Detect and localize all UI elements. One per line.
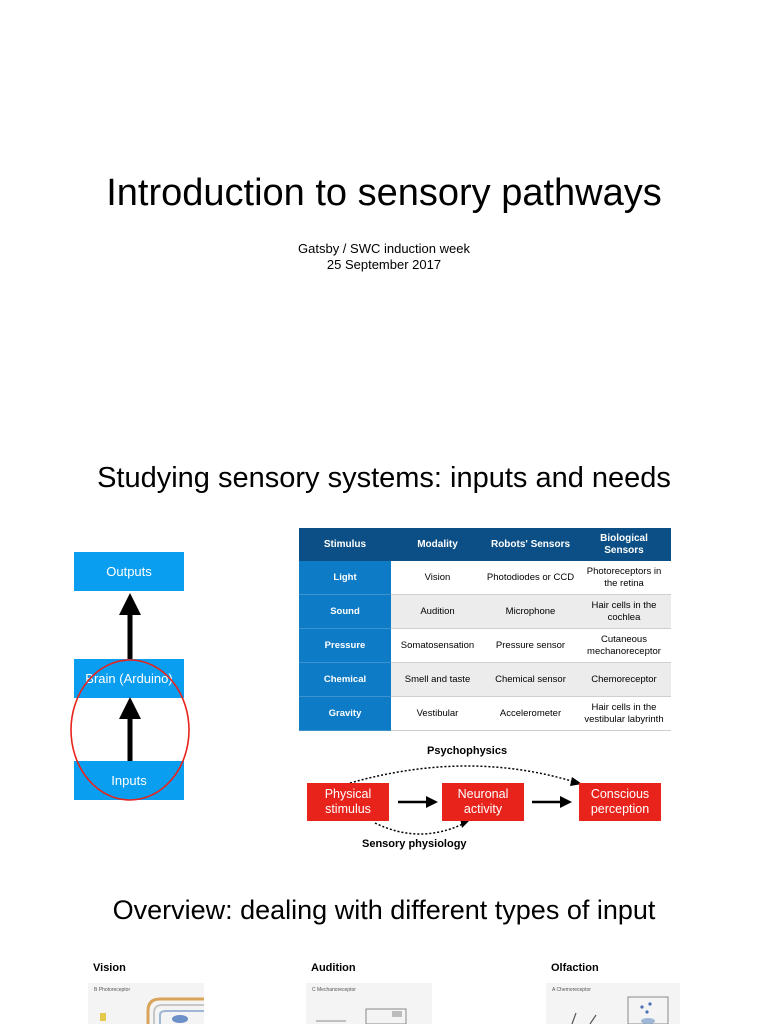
cell-bio: Hair cells in the cochlea: [577, 594, 671, 629]
slide1-subtitle: Gatsby / SWC induction week: [298, 241, 470, 256]
olfaction-figure: A Chemoreceptor: [546, 983, 680, 1024]
audition-label: Audition: [311, 962, 356, 974]
audition-figure: C Mechanoreceptor: [306, 983, 432, 1024]
cell-stimulus: Gravity: [299, 696, 391, 731]
arrow-activity-to-perception: [532, 796, 572, 808]
slide1-title: Introduction to sensory pathways: [106, 172, 662, 214]
vision-label: Vision: [93, 962, 126, 974]
olfaction-figure-caption: A Chemoreceptor: [552, 987, 591, 993]
cell-modality: Somatosensation: [391, 628, 484, 663]
cell-bio: Chemoreceptor: [577, 662, 671, 697]
cell-bio: Hair cells in the vestibular labyrinth: [577, 696, 671, 731]
cell-modality: Vision: [391, 561, 484, 595]
cell-robot: Photodiodes or CCD: [484, 561, 577, 595]
cell-bio: Photoreceptors in the retina: [577, 561, 671, 595]
cell-bio: Cutaneous mechanoreceptor: [577, 628, 671, 663]
psychophysics-arc: [349, 765, 579, 784]
cell-robot: Chemical sensor: [484, 662, 577, 697]
sensor-table: Stimulus Modality Robots' Sensors Biolog…: [299, 528, 671, 731]
table-row: Light Vision Photodiodes or CCD Photorec…: [299, 561, 671, 595]
conscious-perception-box: Conscious perception: [579, 783, 661, 821]
arrow-stimulus-to-activity: [398, 796, 438, 808]
cell-stimulus: Pressure: [299, 628, 391, 663]
header-biological-sensors: Biological Sensors: [577, 528, 671, 561]
table-row: Gravity Vestibular Accelerometer Hair ce…: [299, 696, 671, 731]
sensory-physiology-label: Sensory physiology: [362, 838, 467, 850]
slide2-title: Studying sensory systems: inputs and nee…: [97, 462, 671, 494]
cell-stimulus: Sound: [299, 594, 391, 629]
audition-figure-caption: C Mechanoreceptor: [312, 987, 356, 993]
outputs-box: Outputs: [74, 552, 184, 591]
cell-stimulus: Light: [299, 561, 391, 595]
slide1-date: 25 September 2017: [326, 257, 442, 272]
psychophysics-label: Psychophysics: [427, 745, 508, 757]
cell-modality: Vestibular: [391, 696, 484, 731]
cell-robot: Microphone: [484, 594, 577, 629]
chemoreceptor-illustration: [571, 996, 669, 1024]
neuronal-activity-box: Neuronal activity: [442, 783, 524, 821]
vision-figure-caption: B Photoreceptor: [94, 987, 131, 993]
highlight-circle: [70, 659, 190, 801]
header-robots-sensors: Robots' Sensors: [484, 528, 577, 561]
vision-figure: B Photoreceptor: [88, 983, 204, 1024]
cell-stimulus: Chemical: [299, 662, 391, 697]
brain-box: Brain (Arduino): [74, 659, 184, 698]
olfaction-label: Olfaction: [551, 962, 599, 974]
cell-robot: Accelerometer: [484, 696, 577, 731]
photoreceptor-illustration: [100, 997, 204, 1024]
cell-modality: Smell and taste: [391, 662, 484, 697]
inputs-box: Inputs: [74, 761, 184, 800]
header-modality: Modality: [391, 528, 484, 561]
table-row: Chemical Smell and taste Chemical sensor…: [299, 662, 671, 697]
sensory-physiology-arc: [374, 822, 466, 835]
table-row: Pressure Somatosensation Pressure sensor…: [299, 628, 671, 663]
cell-modality: Audition: [391, 594, 484, 629]
cell-robot: Pressure sensor: [484, 628, 577, 663]
diagram-arrows: [70, 593, 190, 801]
slide3-title: Overview: dealing with different types o…: [112, 895, 656, 925]
arrow-inputs-to-brain: [119, 697, 141, 761]
table-header-row: Stimulus Modality Robots' Sensors Biolog…: [299, 528, 671, 561]
arrow-brain-to-outputs: [119, 593, 141, 659]
mechanoreceptor-illustration: [316, 1008, 407, 1024]
physical-stimulus-box: Physical stimulus: [307, 783, 389, 821]
header-stimulus: Stimulus: [299, 528, 391, 561]
table-row: Sound Audition Microphone Hair cells in …: [299, 594, 671, 629]
